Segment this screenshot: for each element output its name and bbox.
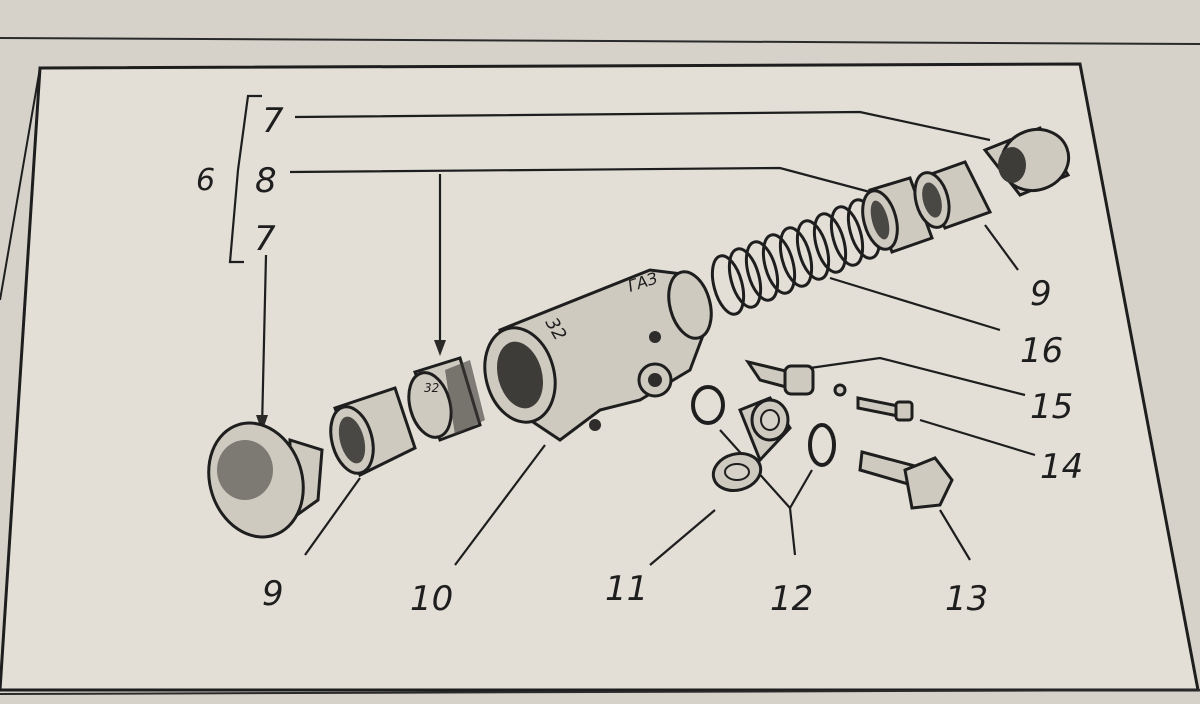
leader-top-8 (289, 166, 871, 194)
label-14: 14 (1040, 447, 1083, 487)
sealing-washers (691, 385, 836, 467)
piston-cup-left (329, 386, 417, 478)
arrow-head-8 (434, 340, 446, 356)
spring-coil (727, 247, 763, 309)
label-10: 10 (410, 579, 453, 619)
label-bottom-7: 7 (254, 219, 276, 259)
leader-10 (454, 444, 546, 566)
leader-top-7 (294, 110, 991, 142)
spring-coil (778, 226, 814, 288)
spring-coil (829, 205, 865, 267)
leader-12-stem (788, 507, 797, 556)
label-11: 11 (605, 569, 648, 609)
spring-coil (761, 233, 797, 295)
hollow-bolt (858, 450, 954, 510)
label-right-9: 9 (1030, 274, 1052, 314)
dust-cap-right (982, 126, 1071, 197)
leader-right-9 (984, 224, 1019, 271)
group-bracket (228, 94, 262, 264)
leader-15 (809, 356, 1026, 397)
spring-coil (795, 219, 831, 281)
dust-cap-left (207, 421, 324, 539)
spring-coil (710, 254, 746, 316)
banjo-fitting (711, 396, 792, 492)
leader-left-9 (304, 477, 361, 556)
label-group-6: 6 (196, 163, 215, 198)
piston-mark: 32 (424, 381, 439, 395)
label-13: 13 (945, 579, 988, 619)
label-12: 12 (770, 579, 813, 619)
leader-14 (919, 418, 1036, 457)
piston-left: 32 (407, 356, 485, 442)
bleeder-valve (744, 359, 847, 397)
label-16: 16 (1020, 331, 1063, 371)
leader-bottom-7 (260, 254, 268, 429)
page-rule-top (0, 37, 1200, 45)
wheel-cylinder-body: ГАЗ 32 (483, 268, 713, 442)
spring-coil (812, 212, 848, 274)
leader-11 (649, 509, 716, 566)
label-15: 15 (1030, 387, 1073, 427)
spring-coil (744, 240, 780, 302)
label-top-8: 8 (255, 161, 277, 201)
label-left-9: 9 (262, 574, 284, 614)
bleeder-screw (856, 396, 914, 422)
label-top-7: 7 (262, 101, 284, 141)
frame-left-edge (0, 67, 41, 301)
leader-16 (829, 276, 1001, 332)
leader-13 (939, 509, 971, 561)
page-rule-bottom (0, 689, 1200, 695)
piston-cup-right (913, 160, 993, 230)
